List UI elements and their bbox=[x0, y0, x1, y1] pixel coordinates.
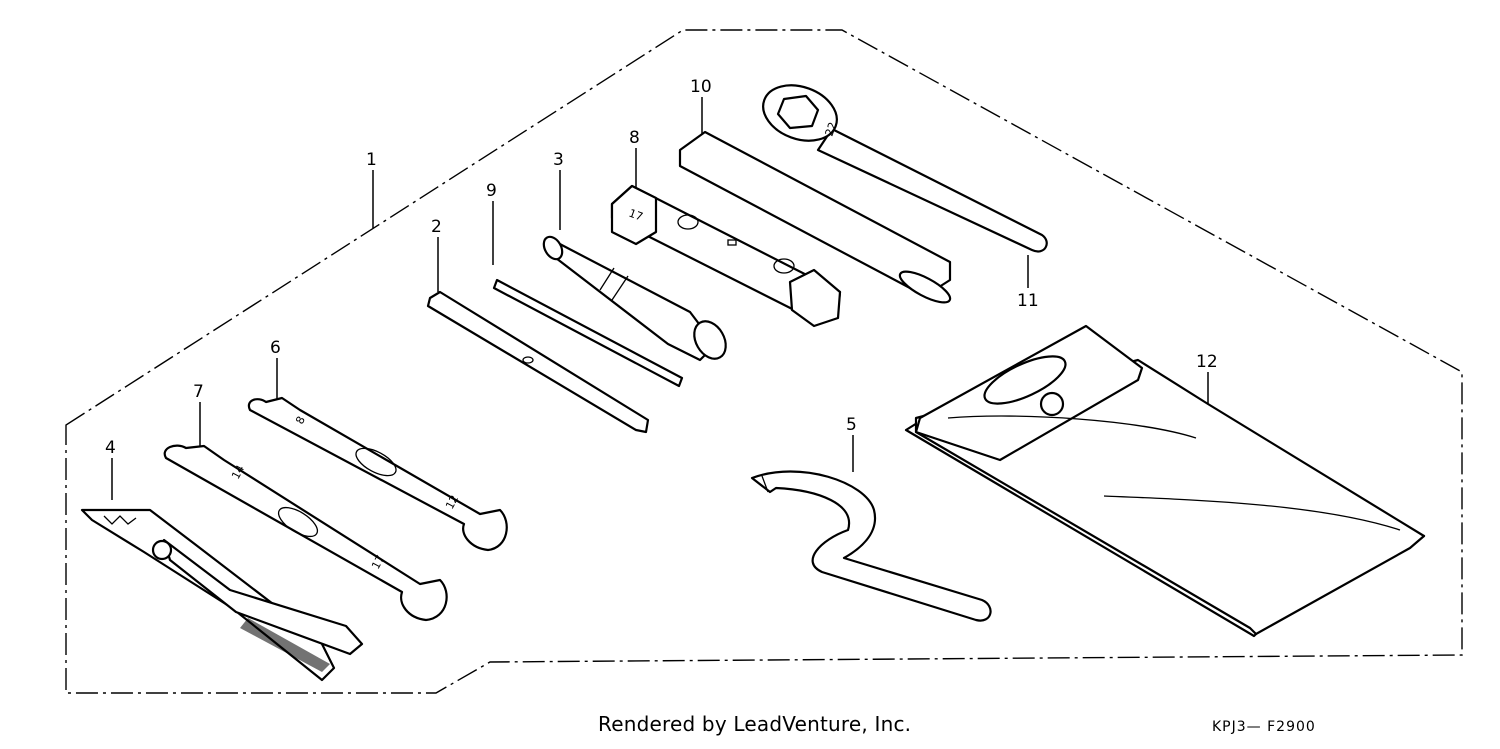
callout-2: 2 bbox=[431, 217, 442, 237]
box-wrench-22: 22 bbox=[762, 84, 1048, 253]
callout-7: 7 bbox=[193, 382, 204, 402]
screwdriver-bit bbox=[426, 290, 650, 434]
wrench-12-stamp: 12 bbox=[443, 493, 461, 511]
callout-10: 10 bbox=[690, 77, 712, 97]
wrench-22-stamp: 22 bbox=[823, 120, 840, 138]
open-end-wrench-10x12: 8 12 bbox=[247, 396, 508, 552]
diagram-code: KPJ3— F2900 bbox=[1212, 719, 1316, 735]
credit-text: Rendered by LeadVenture, Inc. bbox=[598, 712, 912, 736]
wrench-17-stamp: 17 bbox=[369, 553, 387, 571]
callout-11: 11 bbox=[1017, 291, 1039, 311]
screwdriver-handle bbox=[542, 235, 727, 362]
tool-pouch bbox=[904, 324, 1426, 638]
callout-8: 8 bbox=[629, 128, 640, 148]
pliers bbox=[80, 508, 364, 682]
socket-17-stamp: 17 bbox=[627, 207, 645, 224]
socket-wrench-17: 17 bbox=[610, 184, 842, 328]
callout-labels: 1 2 3 4 5 6 7 8 9 10 11 12 bbox=[105, 77, 1218, 458]
pin-spanner bbox=[750, 470, 992, 622]
extension-bar bbox=[678, 130, 952, 304]
screwdriver-shaft bbox=[492, 278, 684, 388]
callout-5: 5 bbox=[846, 415, 857, 435]
open-end-wrench-14x17: 14 17 bbox=[163, 444, 448, 622]
callout-6: 6 bbox=[270, 338, 281, 358]
callout-3: 3 bbox=[553, 150, 564, 170]
kit-boundary bbox=[65, 29, 1463, 694]
callout-1: 1 bbox=[366, 150, 377, 170]
callout-9: 9 bbox=[486, 181, 497, 201]
callout-12: 12 bbox=[1196, 352, 1218, 372]
callout-4: 4 bbox=[105, 438, 116, 458]
wrench-14-stamp: 14 bbox=[229, 463, 247, 481]
